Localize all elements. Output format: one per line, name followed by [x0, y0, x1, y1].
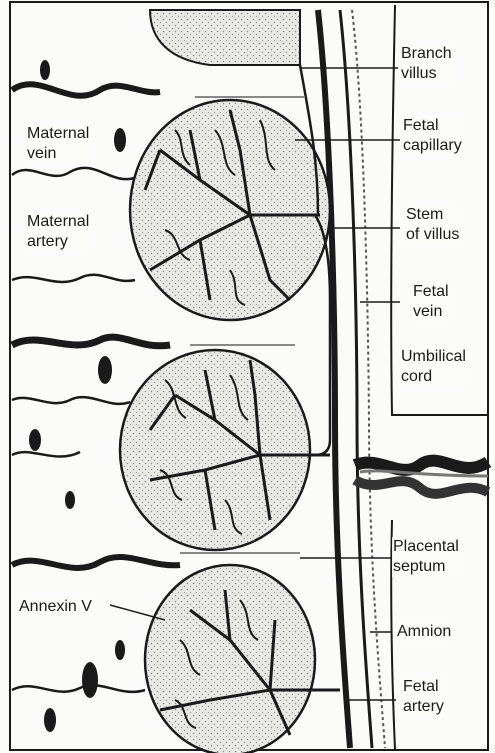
label-branch-villus: Branch villus [400, 44, 453, 84]
label-fetal-capillary: Fetal capillary [402, 116, 463, 156]
label-fetal-artery: Fetal artery [402, 677, 445, 717]
label-maternal-vein: Maternal vein [26, 124, 90, 164]
label-maternal-artery: Maternal artery [26, 212, 90, 252]
chorionic-plate [318, 10, 350, 748]
villus-tree-top [150, 10, 300, 65]
villus-tree-2 [120, 350, 330, 550]
umbilical-cord [355, 461, 488, 494]
label-fetal-vein: Fetal vein [412, 282, 450, 322]
label-placental-septum: Placental septum [392, 537, 460, 577]
label-amnion: Amnion [396, 622, 452, 642]
label-annexin-v: Annexin V [18, 597, 93, 617]
villus-tree-3 [145, 565, 340, 753]
label-stem-of-villus: Stem of villus [405, 205, 460, 245]
label-umbilical-cord: Umbilical cord [400, 347, 467, 387]
villus-tree-1 [130, 100, 330, 320]
